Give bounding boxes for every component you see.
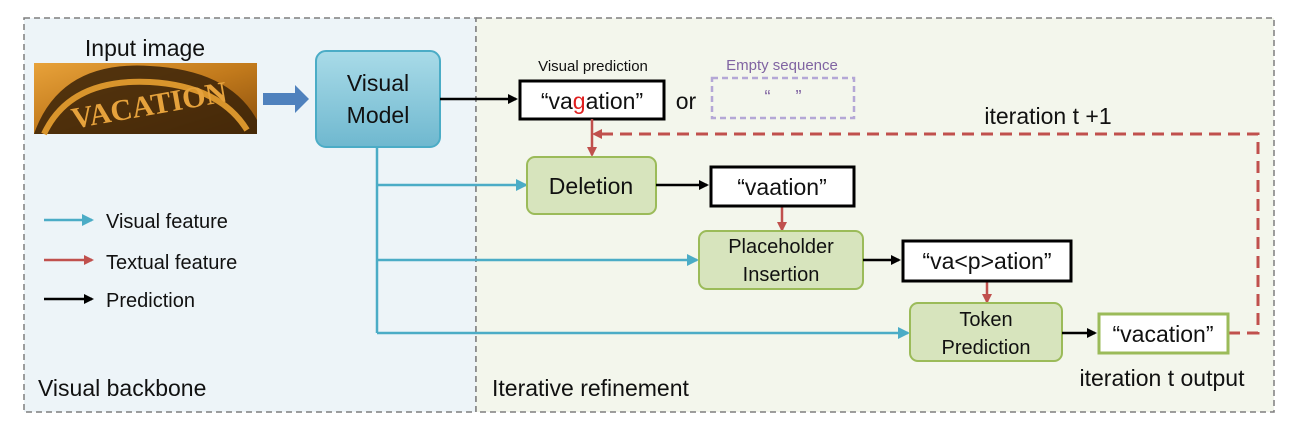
visual-prediction-suffix: ation”: [586, 88, 644, 114]
token-label-2: Prediction: [942, 337, 1031, 359]
placeholder-output-text: “va<p>ation”: [922, 248, 1051, 274]
placeholder-label-2: Insertion: [743, 264, 820, 286]
input-image: VACATION: [34, 63, 257, 135]
legend-visual-label: Visual feature: [106, 211, 228, 233]
visual-model-label-1: Visual: [347, 70, 409, 96]
visual-model-label-2: Model: [347, 102, 410, 128]
final-output-box: [1097, 312, 1230, 355]
legend-prediction-label: Prediction: [106, 290, 195, 312]
visual-prediction-label: Visual prediction: [538, 58, 648, 75]
visual-prediction-prefix: “va: [541, 88, 573, 114]
placeholder-label-1: Placeholder: [728, 236, 834, 258]
visual-backbone-label: Visual backbone: [38, 375, 206, 401]
placeholder-output-box: [901, 239, 1073, 283]
empty-sequence-value: “ ”: [765, 87, 802, 107]
iteration-output-label: iteration t output: [1080, 365, 1246, 391]
visual-prediction-box: [518, 79, 666, 121]
final-output-text: “vacation”: [1113, 321, 1214, 347]
token-label-1: Token: [959, 309, 1012, 331]
legend: Visual feature Textual feature Predictio…: [44, 211, 237, 312]
iteration-next-label: iteration t +1: [984, 103, 1111, 129]
or-label: or: [676, 88, 697, 114]
empty-sequence-label: Empty sequence: [726, 57, 838, 74]
iterative-refinement-label: Iterative refinement: [492, 375, 689, 401]
legend-textual-label: Textual feature: [106, 252, 237, 274]
visual-prediction-error-char: g: [573, 88, 586, 114]
deletion-output-box: [709, 165, 856, 208]
visual-prediction-text: “vagation”: [541, 88, 643, 114]
visual-feature-lines: [375, 147, 910, 339]
visual-model-box: [315, 50, 441, 148]
input-image-label: Input image: [85, 35, 205, 61]
deletion-label: Deletion: [549, 173, 633, 199]
empty-sequence-box: [710, 76, 856, 120]
iteration-feedback-loop: [592, 129, 1260, 335]
deletion-output-text: “vaation”: [737, 174, 826, 200]
image-to-model-arrow: [263, 85, 309, 113]
